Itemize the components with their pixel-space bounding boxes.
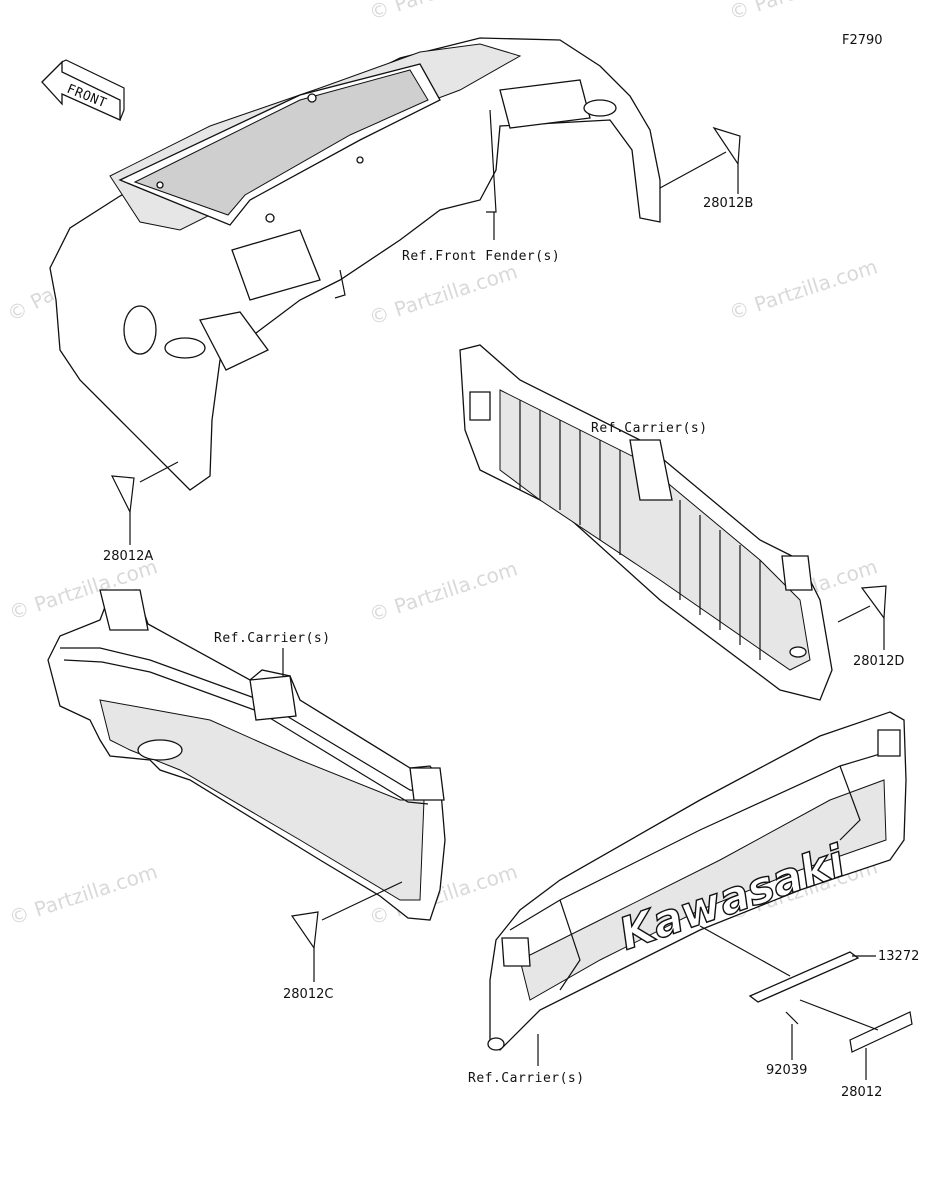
screw-92039 bbox=[785, 1011, 799, 1025]
right-carrier-panel bbox=[459, 344, 833, 701]
watermark: © Partzilla.com bbox=[366, 556, 520, 627]
ref-front-fender-label: Ref.Front Fender(s) bbox=[402, 249, 560, 264]
leader-28012-part bbox=[799, 999, 879, 1031]
part-number-92039: 92039 bbox=[766, 1063, 807, 1078]
decal-28012C bbox=[290, 911, 319, 950]
tailgate-panel: Kawasaki bbox=[487, 711, 907, 1051]
diagram-id: F2790 bbox=[842, 33, 883, 48]
decal-28012A bbox=[110, 475, 135, 515]
decal-28012D bbox=[860, 585, 887, 620]
left-carrier-panel bbox=[47, 589, 446, 921]
decal-28012 bbox=[849, 1011, 913, 1053]
ref-carrier-rear-label: Ref.Carrier(s) bbox=[591, 421, 708, 436]
part-number-13272: 13272 bbox=[878, 949, 919, 964]
part-number-28012: 28012 bbox=[841, 1085, 882, 1100]
leader-28012D-part bbox=[837, 605, 871, 623]
watermark: © Partzilla.com bbox=[726, 0, 880, 25]
leader-28012B-part bbox=[659, 151, 727, 189]
front-fender-panel bbox=[49, 37, 661, 491]
leader-13272-part bbox=[699, 925, 791, 977]
leader-28012A-part bbox=[139, 461, 179, 483]
decal-28012B bbox=[712, 126, 741, 166]
part-number-28012A: 28012A bbox=[103, 549, 153, 564]
part-number-28012B: 28012B bbox=[703, 196, 753, 211]
watermark: © Partzilla.com bbox=[366, 0, 520, 25]
plate-13272 bbox=[748, 951, 860, 1003]
ref-carrier-left-label: Ref.Carrier(s) bbox=[214, 631, 331, 646]
watermark: © Partzilla.com bbox=[6, 859, 160, 930]
watermark: © Partzilla.com bbox=[366, 259, 520, 330]
part-number-28012D: 28012D bbox=[853, 654, 904, 669]
ref-carrier-tailgate-label: Ref.Carrier(s) bbox=[468, 1071, 585, 1086]
part-number-28012C: 28012C bbox=[283, 987, 333, 1002]
watermark: © Partzilla.com bbox=[726, 254, 880, 325]
leader-28012C-part bbox=[321, 881, 403, 921]
front-arrow-icon: FRONT bbox=[41, 59, 125, 122]
